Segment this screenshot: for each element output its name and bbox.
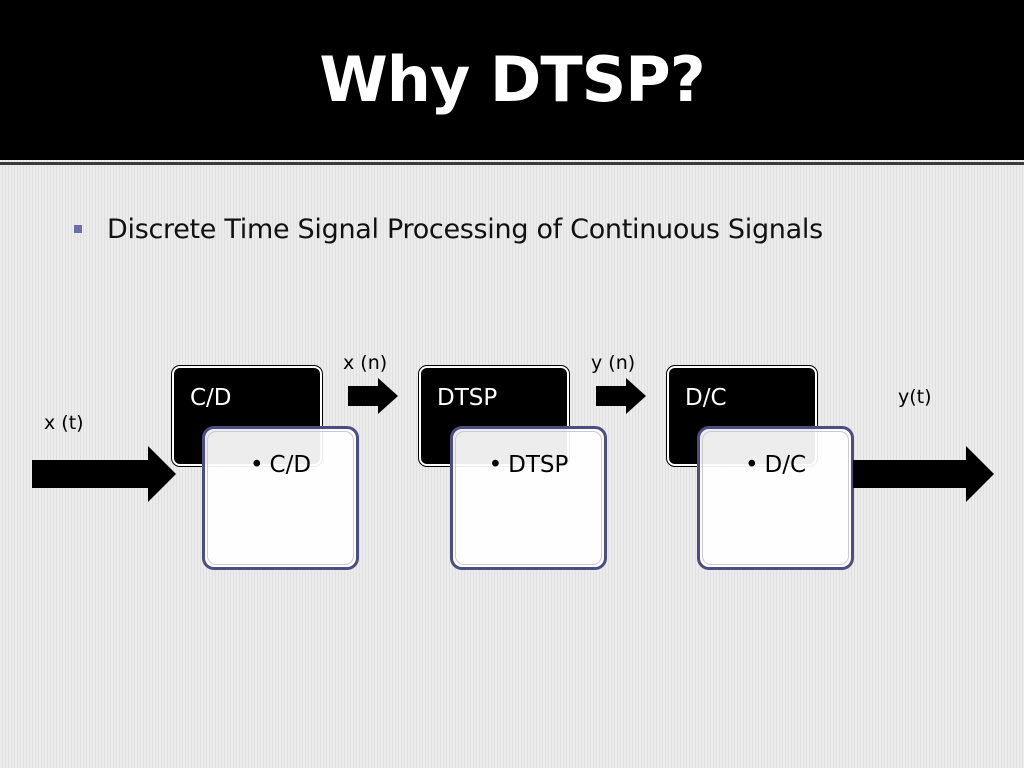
output-signal-label: y(t)	[898, 386, 932, 408]
dtsp-bullet-glyph: •	[488, 452, 503, 478]
dc-bullet-label: D/C	[764, 452, 807, 478]
cd-bullet-label: C/D	[269, 452, 312, 478]
signal-label-yn: y (n)	[591, 352, 636, 374]
dtsp-detail-box: •DTSP	[450, 426, 607, 570]
input-signal-label: x (t)	[44, 412, 84, 434]
dtsp-bullet-label: DTSP	[508, 452, 569, 478]
output-arrow-icon	[853, 446, 994, 502]
arrow-dtsp-to-dc-icon	[596, 378, 646, 414]
input-arrow-icon	[32, 446, 176, 502]
arrow-cd-to-dtsp-icon	[348, 378, 398, 414]
cd-bullet-glyph: •	[249, 452, 264, 478]
cd-detail-box: •C/D	[202, 426, 359, 570]
dc-detail-box: •D/C	[697, 426, 854, 570]
bullet-square-icon	[74, 225, 82, 233]
slide-title: Why DTSP?	[319, 43, 705, 116]
dtsp-header-label: DTSP	[437, 385, 498, 411]
bullet-text: Discrete Time Signal Processing of Conti…	[107, 214, 823, 245]
title-bar	[0, 0, 1024, 160]
dc-header-label: D/C	[685, 385, 727, 411]
cd-header-label: C/D	[190, 385, 232, 411]
signal-label-xn: x (n)	[343, 352, 388, 374]
title-divider	[0, 162, 1024, 165]
dc-bullet-glyph: •	[744, 452, 759, 478]
